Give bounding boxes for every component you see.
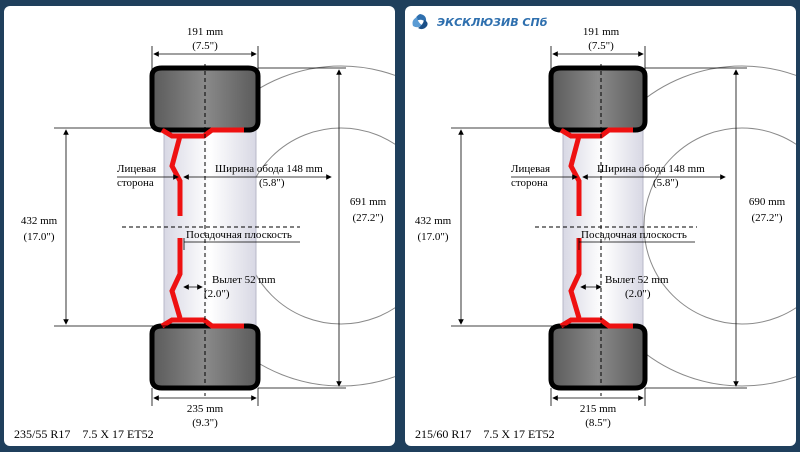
rim-diameter-circle: [643, 127, 796, 325]
tire-size-caption: 235/55 R17 7.5 X 17 ET52: [14, 427, 154, 441]
face-side-label-1: Лицевая: [117, 163, 156, 175]
tire-width-mm: 215 mm: [580, 403, 617, 415]
tire-size-caption: 215/60 R17 7.5 X 17 ET52: [415, 427, 555, 441]
tire-top: [548, 65, 648, 133]
top-width-mm: 191 mm: [187, 26, 224, 38]
face-side-label-2: сторона: [511, 177, 548, 189]
left-panel: 191 mm (7.5") 432 mm (17.0") 691 mm (27.…: [4, 6, 395, 446]
offset-label: Вылет 52 mm: [605, 274, 669, 286]
rim-diameter-mm: 432 mm: [415, 215, 452, 227]
rim-diameter-inch: (17.0"): [417, 231, 448, 243]
mount-plane-label: Посадочная плоскость: [581, 229, 687, 241]
tire-width-mm: 235 mm: [187, 403, 224, 415]
brand-name: ЭКСКЛЮЗИВ СПб: [437, 15, 548, 29]
offset-inch: (2.0"): [625, 288, 651, 300]
tire-bottom: [149, 323, 261, 391]
overall-diameter-mm: 691 mm: [350, 196, 387, 208]
top-width-mm: 191 mm: [583, 26, 620, 38]
tire-bottom: [548, 323, 648, 391]
tire-width-inch: (9.3"): [192, 417, 218, 429]
rim-width-inch: (5.8"): [259, 177, 285, 189]
right-wheel-diagram: 191 mm (7.5") 432 mm (17.0") 690 mm (27.…: [415, 26, 796, 429]
top-width-inch: (7.5"): [588, 40, 614, 52]
tire-width-inch: (8.5"): [585, 417, 611, 429]
swirl-logo-icon: [412, 14, 428, 30]
rim-diameter-mm: 432 mm: [21, 215, 58, 227]
brand-logo: ЭКСКЛЮЗИВ СПб: [409, 12, 547, 32]
overall-diameter-mm: 690 mm: [749, 196, 786, 208]
rim-width-inch: (5.8"): [653, 177, 679, 189]
offset-label: Вылет 52 mm: [212, 274, 276, 286]
rim-profile: [160, 127, 244, 329]
left-wheel-diagram: 191 mm (7.5") 432 mm (17.0") 691 mm (27.…: [21, 26, 395, 429]
offset-inch: (2.0"): [204, 288, 230, 300]
right-panel: 191 mm (7.5") 432 mm (17.0") 690 mm (27.…: [405, 6, 796, 446]
rim-diameter-inch: (17.0"): [23, 231, 54, 243]
overall-diameter-inch: (27.2"): [352, 212, 383, 224]
face-side-label-1: Лицевая: [511, 163, 550, 175]
top-width-inch: (7.5"): [192, 40, 218, 52]
mount-plane-label: Посадочная плоскость: [186, 229, 292, 241]
rim-width-label: Ширина обода 148 mm: [215, 163, 323, 175]
rim-diameter-circle: [242, 127, 395, 325]
rim-width-label: Ширина обода 148 mm: [597, 163, 705, 175]
overall-diameter-inch: (27.2"): [751, 212, 782, 224]
face-side-label-2: сторона: [117, 177, 154, 189]
